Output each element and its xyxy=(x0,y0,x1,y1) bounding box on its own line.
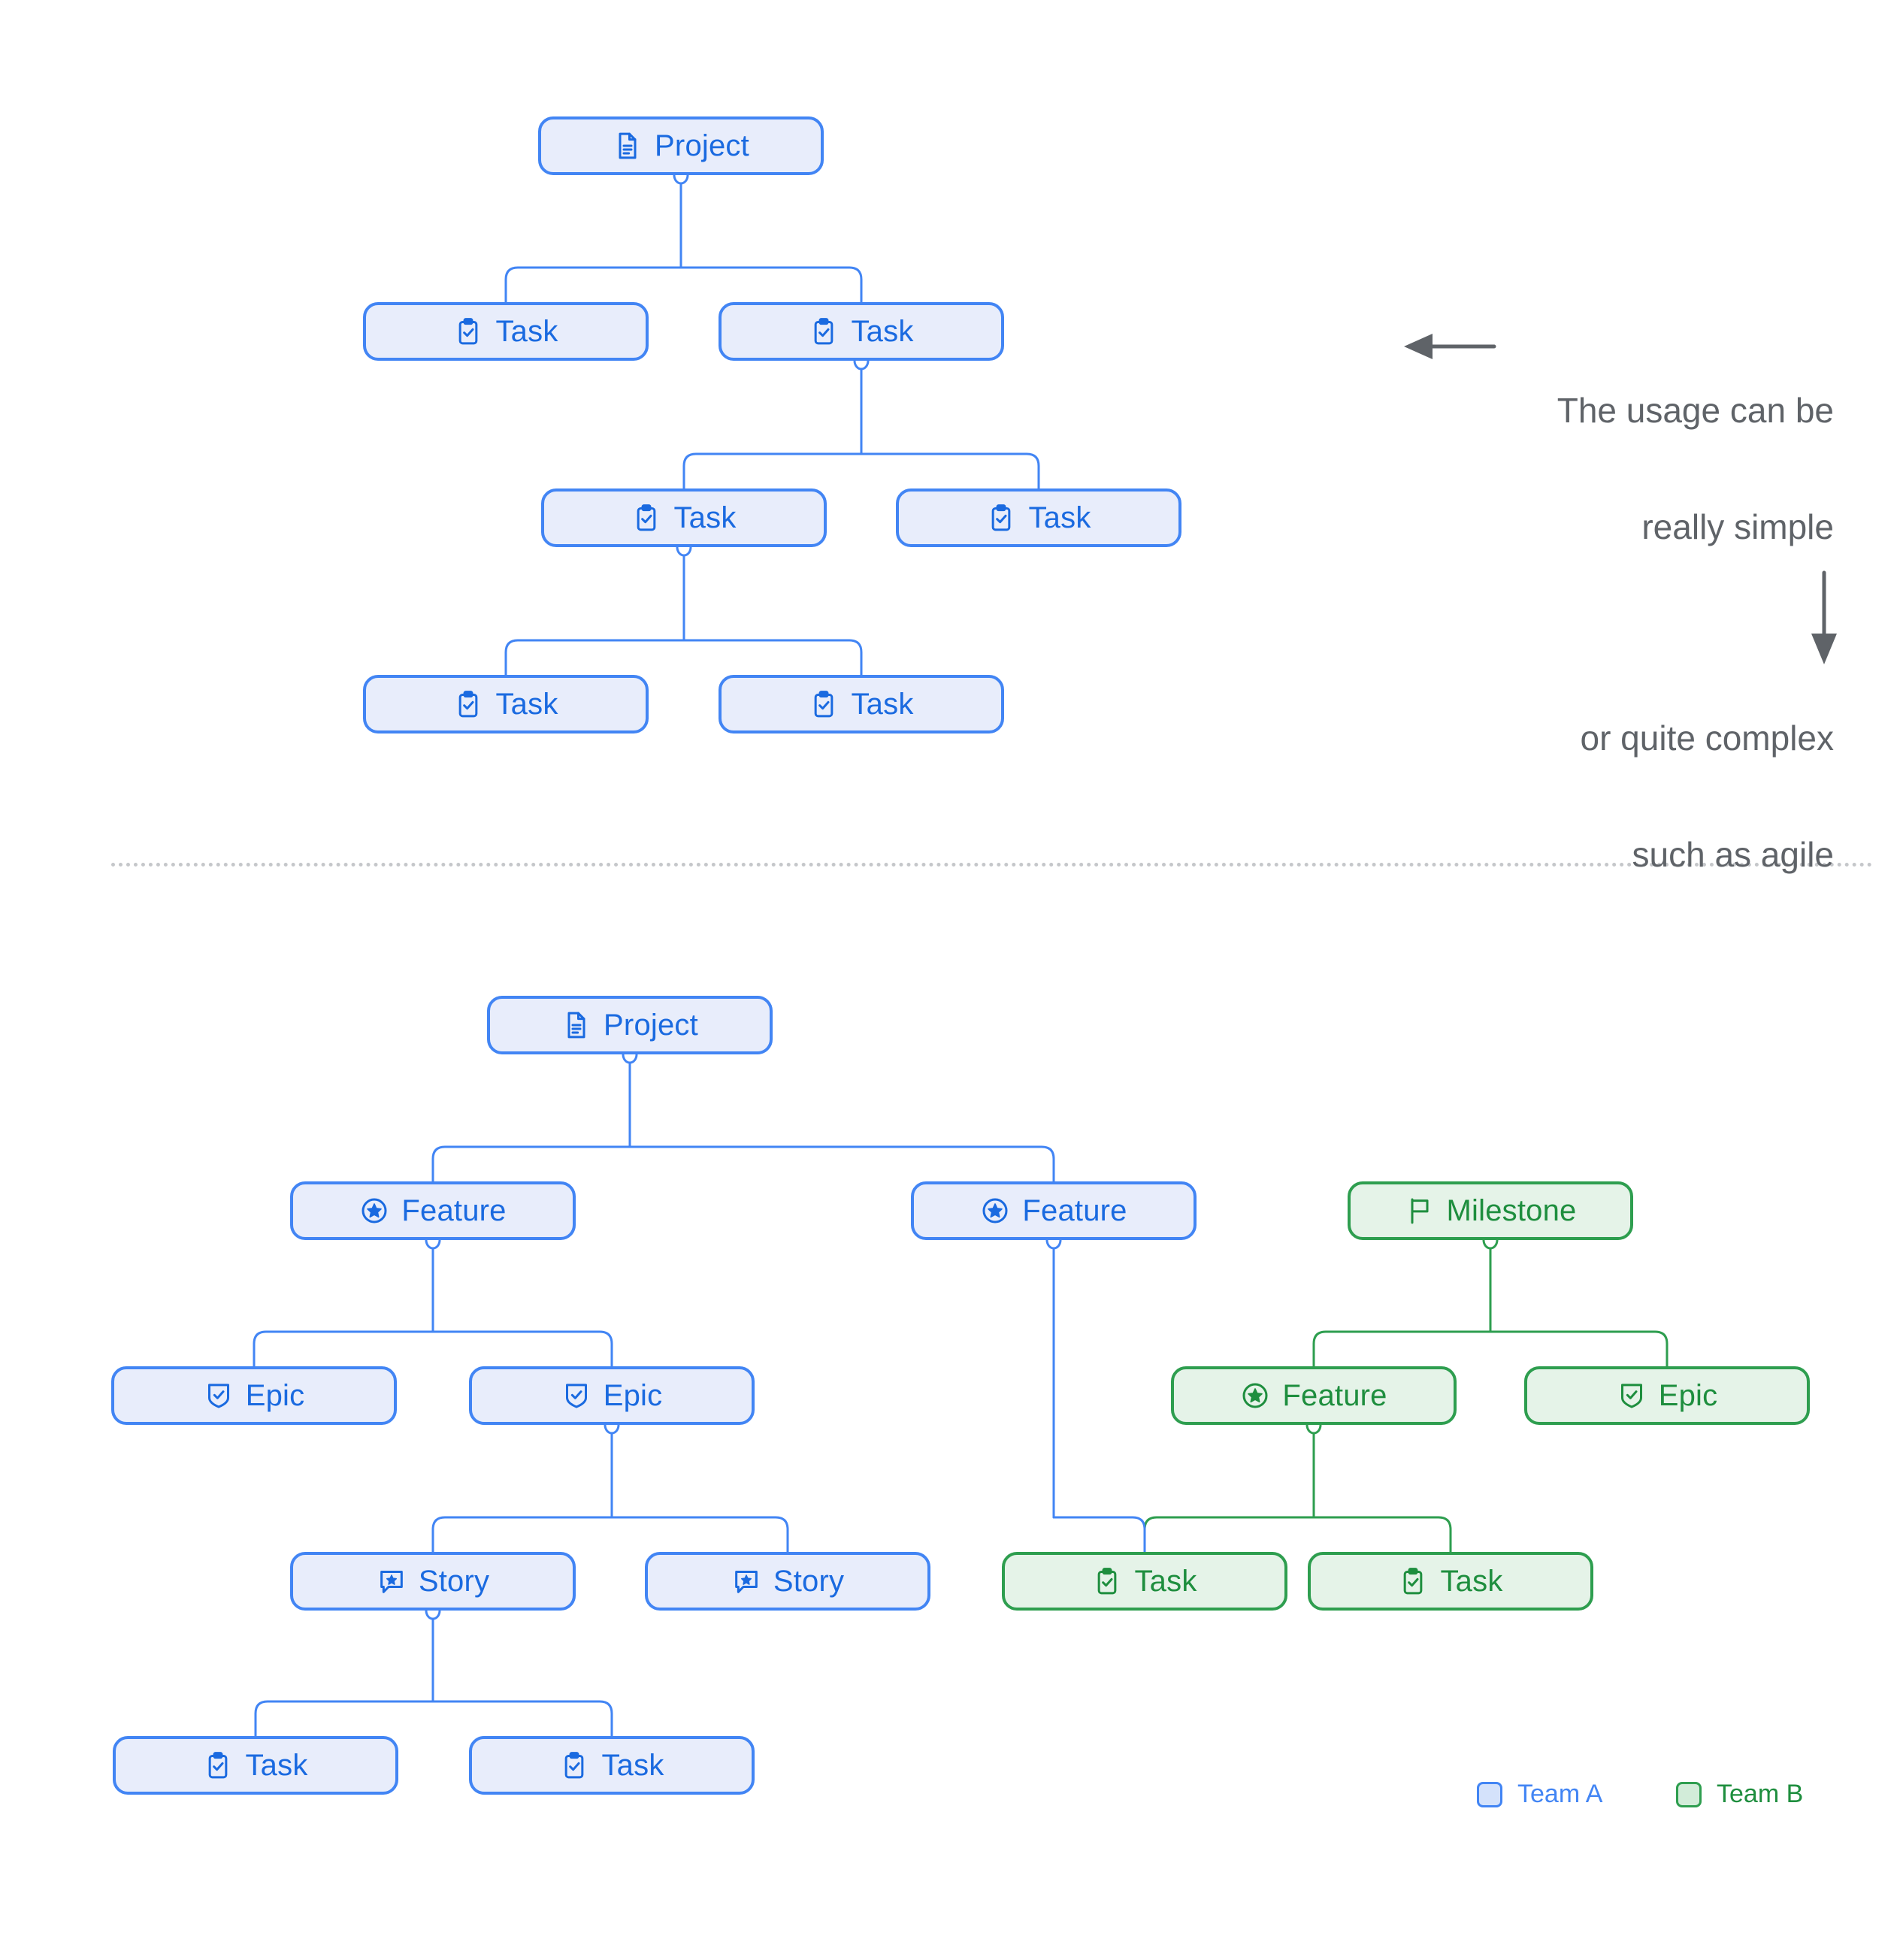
node-label: Task xyxy=(495,315,558,348)
epic-icon xyxy=(1617,1381,1647,1411)
section-divider xyxy=(111,863,1873,867)
node-label: Project xyxy=(655,129,749,162)
legend-swatch-team-a xyxy=(1477,1781,1502,1807)
story-icon xyxy=(731,1566,761,1596)
task-icon xyxy=(1092,1566,1122,1596)
legend-label-team-b: Team B xyxy=(1717,1780,1804,1808)
node-epic[interactable]: Epic xyxy=(1524,1366,1810,1425)
node-task[interactable]: Task xyxy=(1002,1552,1287,1611)
node-label: Task xyxy=(1028,501,1091,534)
node-feature[interactable]: Feature xyxy=(290,1181,576,1240)
node-story[interactable]: Story xyxy=(290,1552,576,1611)
node-label: Task xyxy=(1134,1565,1197,1598)
node-feature[interactable]: Feature xyxy=(911,1181,1197,1240)
legend-team-a: Team A xyxy=(1477,1780,1602,1809)
node-task[interactable]: Task xyxy=(719,302,1004,361)
node-task[interactable]: Task xyxy=(1308,1552,1593,1611)
node-project[interactable]: Project xyxy=(487,996,773,1054)
task-icon xyxy=(559,1750,589,1780)
task-icon xyxy=(986,503,1016,533)
usage-note-line-4: such as agile xyxy=(1632,834,1835,874)
legend-team-b: Team B xyxy=(1676,1780,1803,1809)
task-icon xyxy=(453,316,483,346)
story-icon xyxy=(377,1566,407,1596)
node-task[interactable]: Task xyxy=(363,302,649,361)
node-task[interactable]: Task xyxy=(541,488,827,547)
node-label: Project xyxy=(604,1009,698,1042)
node-epic[interactable]: Epic xyxy=(111,1366,397,1425)
node-task[interactable]: Task xyxy=(363,675,649,733)
task-icon xyxy=(631,503,661,533)
document-icon xyxy=(561,1010,591,1040)
node-label: Story xyxy=(773,1565,845,1598)
node-label: Milestone xyxy=(1446,1194,1577,1227)
usage-note-line-1: The usage can be xyxy=(1557,391,1834,431)
node-label: Epic xyxy=(1658,1379,1718,1412)
node-label: Feature xyxy=(1022,1194,1127,1227)
node-label: Story xyxy=(418,1565,490,1598)
legend-label-team-a: Team A xyxy=(1517,1780,1603,1808)
node-milestone[interactable]: Milestone xyxy=(1348,1181,1633,1240)
node-label: Task xyxy=(245,1749,308,1782)
task-icon xyxy=(203,1750,233,1780)
node-label: Task xyxy=(1440,1565,1503,1598)
node-story[interactable]: Story xyxy=(645,1552,930,1611)
node-label: Feature xyxy=(1282,1379,1387,1412)
feature-icon xyxy=(359,1196,389,1226)
node-label: Task xyxy=(851,688,914,721)
node-feature[interactable]: Feature xyxy=(1171,1366,1457,1425)
node-label: Task xyxy=(495,688,558,721)
milestone-icon xyxy=(1405,1196,1435,1226)
node-label: Feature xyxy=(401,1194,507,1227)
node-project[interactable]: Project xyxy=(538,116,824,175)
node-label: Task xyxy=(851,315,914,348)
task-icon xyxy=(809,689,839,719)
node-task[interactable]: Task xyxy=(896,488,1181,547)
node-label: Task xyxy=(601,1749,664,1782)
node-epic[interactable]: Epic xyxy=(469,1366,755,1425)
node-label: Epic xyxy=(245,1379,305,1412)
usage-note: The usage can be really simple or quite … xyxy=(1473,314,1834,951)
document-icon xyxy=(613,131,643,161)
usage-note-line-2: really simple xyxy=(1641,507,1834,546)
feature-icon xyxy=(1240,1381,1270,1411)
epic-icon xyxy=(561,1381,591,1411)
task-icon xyxy=(809,316,839,346)
node-task[interactable]: Task xyxy=(469,1736,755,1795)
feature-icon xyxy=(980,1196,1010,1226)
task-icon xyxy=(453,689,483,719)
usage-note-line-3: or quite complex xyxy=(1580,718,1835,758)
node-task[interactable]: Task xyxy=(719,675,1004,733)
node-task[interactable]: Task xyxy=(113,1736,398,1795)
legend-swatch-team-b xyxy=(1676,1781,1702,1807)
node-label: Task xyxy=(673,501,737,534)
epic-icon xyxy=(204,1381,234,1411)
node-label: Epic xyxy=(603,1379,663,1412)
task-icon xyxy=(1398,1566,1428,1596)
